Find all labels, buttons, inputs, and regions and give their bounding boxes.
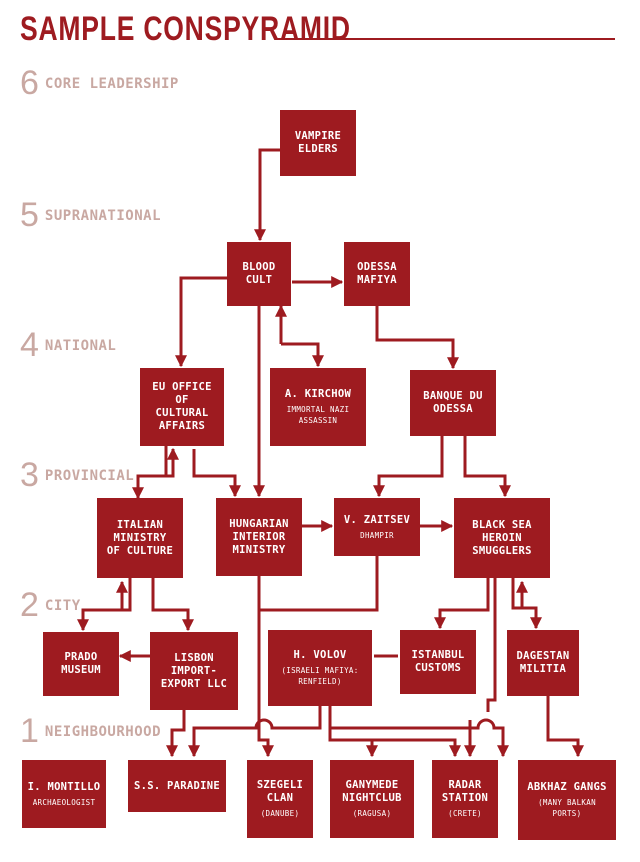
node-montillo[interactable]: I. MONTILLO ARCHAEOLOGIST xyxy=(22,760,106,828)
link-italian-lisbon xyxy=(151,578,194,632)
node-name: SZEGELI CLAN xyxy=(256,779,304,804)
title-rule xyxy=(275,38,615,40)
node-name: ISTANBUL CUSTOMS xyxy=(411,649,465,674)
level-3: 3 PROVINCIAL xyxy=(20,456,134,495)
node-name: ABKHAZ GANGS xyxy=(527,781,607,793)
node-ganymede-nightclub[interactable]: GANYMEDE NIGHTCLUB (RAGUSA) xyxy=(330,760,414,838)
node-abkhaz-gangs[interactable]: ABKHAZ GANGS (MANY BALKAN PORTS) xyxy=(518,760,616,840)
level-number: 5 xyxy=(20,196,39,234)
node-name: ITALIAN MINISTRY OF CULTURE xyxy=(106,518,174,557)
node-name: A. KIRCHOW xyxy=(284,388,352,400)
level-label: PROVINCIAL xyxy=(44,467,135,484)
link-hungarian-down xyxy=(257,576,274,758)
node-volov[interactable]: H. VOLOV (ISRAELI MAFIYA: RENFIELD) xyxy=(268,630,372,706)
node-name: V. ZAITSEV xyxy=(343,513,411,526)
node-italian-ministry[interactable]: ITALIAN MINISTRY OF CULTURE xyxy=(97,498,183,578)
link-volov-bus xyxy=(188,706,322,758)
level-label: CORE LEADERSHIP xyxy=(44,75,179,92)
node-radar-station[interactable]: RADAR STATION (CRETE) xyxy=(432,760,498,838)
node-subtitle: IMMORTAL NAZI ASSASSIN xyxy=(286,405,350,425)
node-istanbul-customs[interactable]: ISTANBUL CUSTOMS xyxy=(400,630,476,694)
node-blood-cult[interactable]: BLOOD CULT xyxy=(227,242,291,306)
node-subtitle: (ISRAELI MAFIYA: RENFIELD) xyxy=(281,666,359,686)
node-prado-museum[interactable]: PRADO MUSEUM xyxy=(43,632,119,696)
node-name: ODESSA MAFIYA xyxy=(357,261,397,286)
node-subtitle: (RAGUSA) xyxy=(352,809,392,818)
node-name: BANQUE DU ODESSA xyxy=(423,390,483,415)
page-title: SAMPLE CONSPYRAMID xyxy=(20,10,351,48)
link-italian-prado xyxy=(77,578,132,632)
level-4: 4 NATIONAL xyxy=(20,326,116,365)
level-label: SUPRANATIONAL xyxy=(44,207,161,224)
node-subtitle: (MANY BALKAN PORTS) xyxy=(538,798,596,818)
link-bus-radar xyxy=(330,718,509,758)
level-label: NEIGHBOURHOOD xyxy=(44,723,161,740)
level-2: 2 CITY xyxy=(20,586,81,625)
node-name: DAGESTAN MILITIA xyxy=(516,650,570,675)
node-ss-paradine[interactable]: S.S. PARADINE xyxy=(128,760,226,812)
link-kirchow-bloodcult xyxy=(281,342,324,368)
link-banque-blacksea xyxy=(463,436,511,498)
link-eu-italian xyxy=(132,445,168,500)
node-name: LISBON IMPORT- EXPORT LLC xyxy=(160,651,228,690)
node-name: I. MONTILLO xyxy=(27,780,101,793)
link-eu-hungarian xyxy=(192,449,241,498)
link-elders-bloodcult xyxy=(254,148,280,242)
node-name: VAMPIRE ELDERS xyxy=(294,130,342,155)
link-banque-zaitsev xyxy=(373,436,444,498)
node-subtitle: (DANUBE) xyxy=(260,809,300,818)
level-label: NATIONAL xyxy=(44,337,117,354)
link-blacksea-istanbul xyxy=(434,578,490,630)
node-lisbon[interactable]: LISBON IMPORT- EXPORT LLC xyxy=(150,632,238,710)
node-dagestan-militia[interactable]: DAGESTAN MILITIA xyxy=(507,630,579,696)
node-name: S.S. PARADINE xyxy=(133,779,221,792)
level-6: 6 CORE LEADERSHIP xyxy=(20,64,179,103)
node-zaitsev[interactable]: V. ZAITSEV DHAMPIR xyxy=(334,498,420,556)
node-eu-office[interactable]: EU OFFICE OF CULTURAL AFFAIRS xyxy=(140,368,224,446)
link-volov-ganymede xyxy=(328,706,378,758)
node-kirchow[interactable]: A. KIRCHOW IMMORTAL NAZI ASSASSIN xyxy=(270,368,366,446)
link-odessa-banque xyxy=(375,306,459,370)
node-subtitle: ARCHAEOLOGIST xyxy=(32,797,96,807)
node-name: RADAR STATION xyxy=(441,779,489,804)
link-zaitsev-volov xyxy=(259,555,379,612)
link-dagestan-abkhaz xyxy=(546,696,584,758)
node-name: HUNGARIAN INTERIOR MINISTRY xyxy=(229,517,289,556)
node-name: BLOOD CULT xyxy=(242,261,276,286)
level-number: 1 xyxy=(20,712,39,750)
node-szegeli-clan[interactable]: SZEGELI CLAN (DANUBE) xyxy=(247,760,313,838)
link-italian-eu xyxy=(159,447,179,478)
node-name: GANYMEDE NIGHTCLUB xyxy=(342,779,402,804)
link-blacksea-dagestan xyxy=(511,578,542,630)
node-subtitle: (CRETE) xyxy=(448,809,482,818)
link-bloodcult-eu xyxy=(175,276,227,368)
link-blacksea-radar xyxy=(486,578,497,712)
node-subtitle: DHAMPIR xyxy=(360,530,394,540)
node-banque-du-odessa[interactable]: BANQUE DU ODESSA xyxy=(410,370,496,436)
node-black-sea[interactable]: BLACK SEA HEROIN SMUGGLERS xyxy=(454,498,550,578)
link-volov-radar xyxy=(330,738,461,758)
node-name: EU OFFICE OF CULTURAL AFFAIRS xyxy=(152,381,212,432)
level-1: 1 NEIGHBOURHOOD xyxy=(20,712,161,751)
node-odessa-mafiya[interactable]: ODESSA MAFIYA xyxy=(344,242,410,306)
node-hungarian-ministry[interactable]: HUNGARIAN INTERIOR MINISTRY xyxy=(216,498,302,576)
node-vampire-elders[interactable]: VAMPIRE ELDERS xyxy=(280,110,356,176)
level-5: 5 SUPRANATIONAL xyxy=(20,196,161,235)
level-number: 2 xyxy=(20,586,39,624)
level-number: 4 xyxy=(20,326,39,364)
node-name: PRADO MUSEUM xyxy=(61,651,101,676)
level-number: 6 xyxy=(20,64,39,102)
level-number: 3 xyxy=(20,456,39,494)
node-name: BLACK SEA HEROIN SMUGGLERS xyxy=(472,518,532,557)
link-lisbon-paradine xyxy=(166,708,186,758)
node-name: H. VOLOV xyxy=(293,649,347,661)
level-label: CITY xyxy=(44,597,81,614)
